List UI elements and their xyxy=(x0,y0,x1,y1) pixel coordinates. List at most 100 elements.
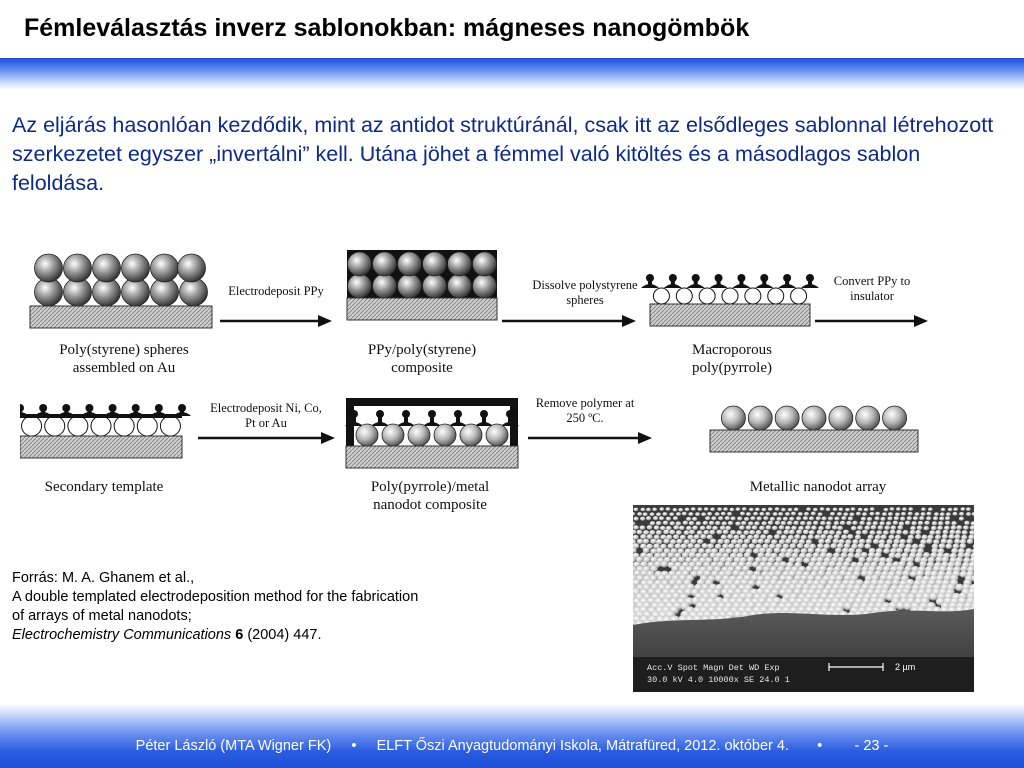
sem-nanodot xyxy=(820,534,827,540)
sem-nanodot xyxy=(677,556,686,563)
sem-nanodot xyxy=(954,538,961,545)
sem-nanodot xyxy=(749,530,756,535)
sem-nanodot xyxy=(903,547,911,554)
sem-nanodot xyxy=(836,543,844,549)
stage-caption: PPy/poly(styrene) xyxy=(368,342,476,358)
sem-nanodot xyxy=(788,557,796,564)
sem-nanodot xyxy=(850,507,856,511)
sem-nanodot xyxy=(663,538,670,544)
sphere-mark xyxy=(407,423,431,447)
sem-nanodot xyxy=(855,511,861,516)
sphere-mark xyxy=(472,251,497,277)
stage-caption: nanodot composite xyxy=(373,497,487,513)
sem-scale-label: 2 µm xyxy=(895,662,915,672)
sem-nanodot xyxy=(954,561,962,568)
sem-nanodot xyxy=(854,552,862,559)
sem-nanodot xyxy=(874,534,881,540)
sem-nanodot xyxy=(665,516,672,521)
sem-nanodot xyxy=(907,511,913,516)
sem-nanodot xyxy=(795,556,804,564)
sem-nanodot xyxy=(823,543,831,550)
sem-nanodot xyxy=(820,548,828,554)
sem-nanodot xyxy=(883,548,891,554)
title-bar: Fémleválasztás inverz sablonokban: mágne… xyxy=(0,0,1024,58)
sem-nanodot xyxy=(971,512,974,516)
sem-nanodot xyxy=(950,525,957,530)
sem-nanodot xyxy=(700,534,707,540)
sem-nanodot xyxy=(966,538,974,545)
sem-nanodot xyxy=(805,525,811,530)
sem-nanodot xyxy=(812,552,820,559)
polymer-tip xyxy=(178,404,186,412)
sem-nanodot xyxy=(687,534,694,540)
sem-nanodot xyxy=(724,561,732,568)
sem-nanodot xyxy=(732,548,740,554)
sem-nanodot xyxy=(633,534,639,540)
sem-nanodot xyxy=(675,530,682,535)
sem-nanodot xyxy=(833,534,840,540)
sem-nanodot xyxy=(669,512,675,517)
sem-nanodot xyxy=(959,543,967,549)
sem-nanodot xyxy=(833,520,840,526)
arrow-head xyxy=(638,432,652,444)
sem-nanodot xyxy=(687,543,694,549)
sem-nanodot xyxy=(666,534,673,540)
sphere-mark xyxy=(63,253,92,283)
sem-nanodot xyxy=(916,525,923,531)
sem-nanodot xyxy=(665,507,671,511)
sem-nanodot xyxy=(675,512,682,517)
sem-nanodot xyxy=(755,530,762,535)
sem-nanodot xyxy=(806,521,812,526)
sem-nanodot xyxy=(862,512,868,517)
sem-nanodot xyxy=(690,538,697,544)
sem-nanodot xyxy=(793,548,801,554)
sem-nanodot xyxy=(902,507,907,511)
sphere-mark xyxy=(485,423,509,447)
sem-nanodot xyxy=(831,525,838,530)
sem-nanodot xyxy=(919,561,928,568)
sem-nanodot xyxy=(710,507,715,512)
footer-text: Péter László (MTA Wigner FK) • ELFT Őszi… xyxy=(135,738,889,754)
sem-nanodot xyxy=(870,525,877,530)
arrow-label: insulator xyxy=(850,289,895,303)
sem-nanodot xyxy=(683,539,690,545)
sem-nanodot xyxy=(679,534,687,540)
sem-nanodot xyxy=(895,601,906,611)
footer-gradient-band xyxy=(0,703,1024,768)
sem-nanodot xyxy=(798,539,806,545)
polymer-tip xyxy=(691,274,700,282)
gold-substrate xyxy=(346,297,498,321)
sem-nanodot xyxy=(866,521,872,526)
arrow-head xyxy=(914,315,928,327)
sem-nanodot xyxy=(723,538,731,545)
sem-nanodot xyxy=(883,507,889,512)
sem-nanodot xyxy=(902,530,909,535)
sem-nanodot xyxy=(796,543,804,549)
sem-nanodot xyxy=(837,525,844,531)
sem-nanodot xyxy=(733,534,740,540)
sem-nanodot xyxy=(889,529,896,535)
sem-nanodot xyxy=(650,538,657,544)
sem-nanodot xyxy=(887,516,893,521)
sem-nanodot xyxy=(689,529,696,535)
sem-nanodot xyxy=(832,538,840,544)
sem-nanodot xyxy=(698,548,705,554)
stage-5 xyxy=(345,398,519,469)
polymer-tip xyxy=(737,274,746,282)
sem-nanodot xyxy=(910,548,918,554)
sem-nanodot xyxy=(681,511,687,516)
sem-nanodot xyxy=(784,525,791,531)
sem-nanodot xyxy=(839,520,846,526)
sem-nanodot xyxy=(924,520,930,526)
sphere-mark xyxy=(721,405,746,431)
sem-nanodot xyxy=(733,556,742,564)
sem-nanodot xyxy=(761,521,767,526)
sem-nanodot xyxy=(854,534,862,540)
sem-nanodot xyxy=(964,520,970,526)
sem-nanodot xyxy=(796,516,802,521)
sem-image-svg: Acc.V Spot Magn Det WD Exp 30.0 kV 4.0 1… xyxy=(633,505,974,692)
gold-substrate xyxy=(345,445,519,469)
journal-volume: 6 xyxy=(235,627,244,643)
polymer-tip xyxy=(131,404,140,412)
polymer-tip xyxy=(454,410,462,418)
